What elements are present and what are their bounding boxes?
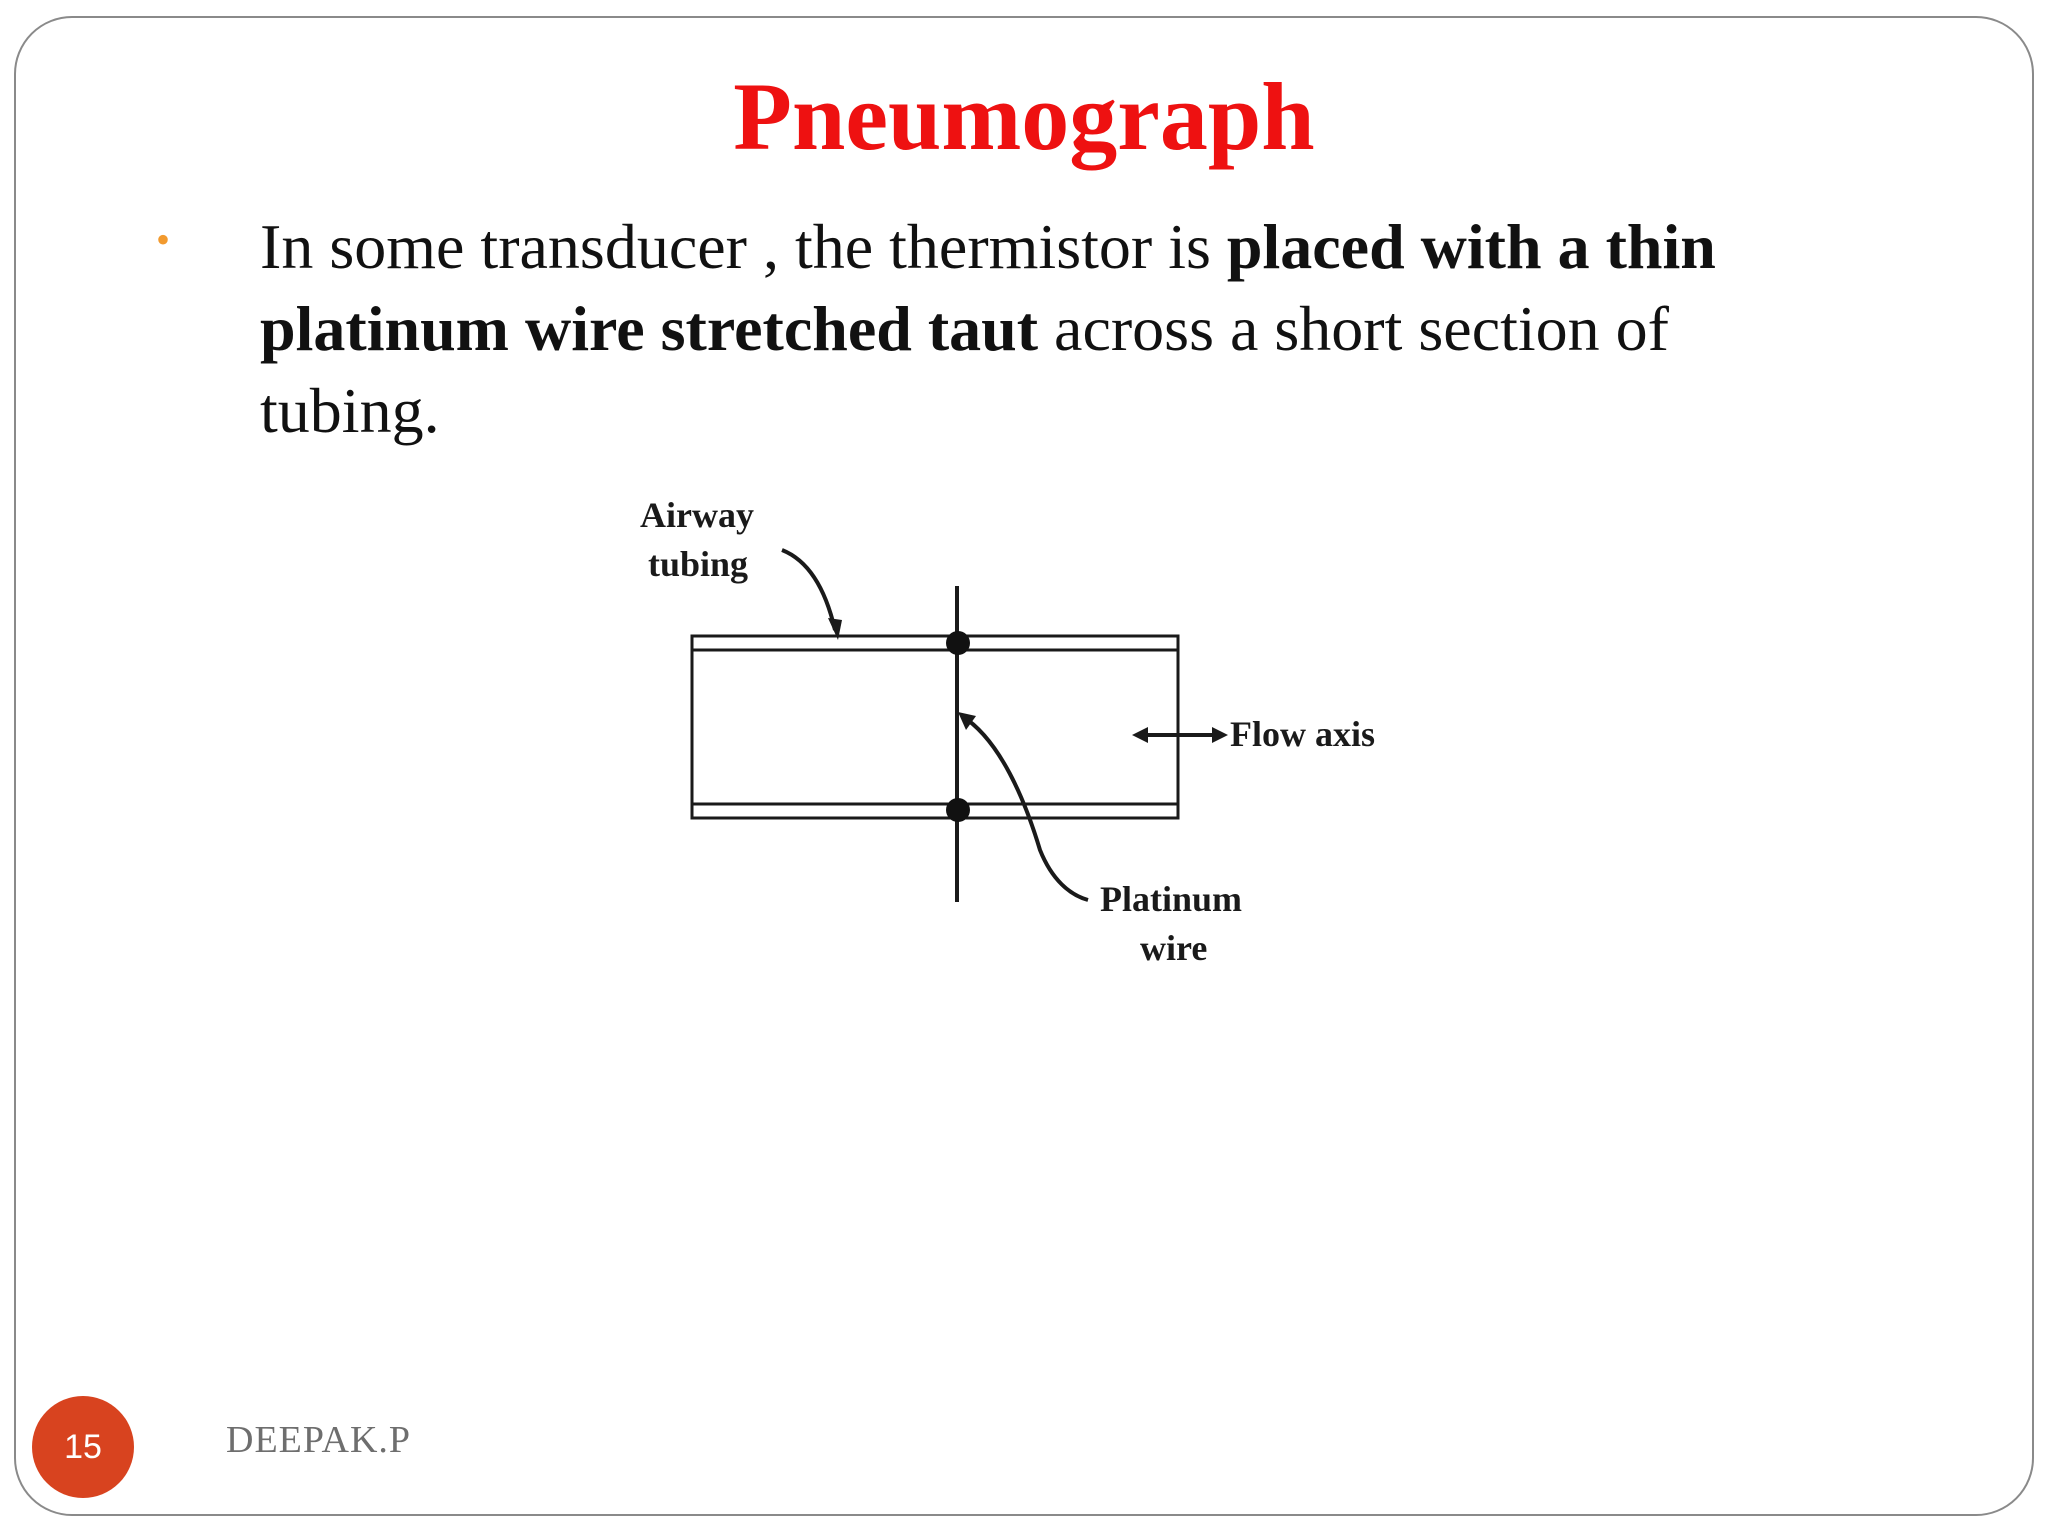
bullet-text-part1: In some transducer , the thermistor is [260,211,1227,282]
bullet-text-bold: placed with a thin platinum wire stretch… [260,211,1716,364]
bullet-marker: • [156,217,171,262]
slide-title: Pneumograph [733,63,1315,170]
page-number-badge: 15 [32,1396,134,1498]
bullet-text: In some transducer , the thermistor is p… [260,206,1860,452]
footer-author: DEEPAK.P [226,1419,412,1461]
bullet-text-part3: across a short section of tubing. [260,293,1669,446]
